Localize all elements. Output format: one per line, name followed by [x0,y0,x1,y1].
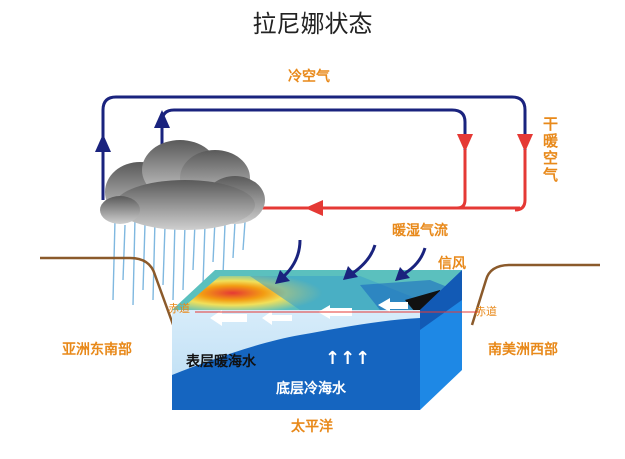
down-left-arrow-icon [275,270,290,284]
trade-wind-label: 信风 [438,256,466,272]
equator-left-label: 赤道 [168,302,190,315]
down-arrow-icon [457,134,473,152]
surface-warm-water-label: 表层暖海水 [186,354,256,370]
southeast-asia-label: 亚洲东南部 [62,342,132,358]
warm-humid-flow-label: 暖湿气流 [392,223,448,239]
cloud-icon [100,140,265,230]
up-arrow-icon [154,110,170,128]
return-flow-lines [262,150,527,212]
up-arrow-icon [95,134,111,152]
down-left-arrow-icon [395,267,410,281]
asia-coastline [40,256,177,331]
left-arrow-icon [305,200,323,216]
dry-warm-air-label: 干暖空气 [541,116,559,184]
outer-circulation-loop [101,95,527,200]
diagram-title: 拉尼娜状态 [252,10,373,38]
equator-right-label: 赤道 [475,305,497,318]
ocean-side-face [420,270,462,410]
down-left-arrow-icon [343,266,358,280]
deep-cold-water-label: 底层冷海水 [276,381,346,397]
ocean-top-surface [172,270,462,312]
pacific-ocean-label: 太平洋 [291,419,333,435]
cold-air-label: 冷空气 [288,69,330,85]
down-arrow-icon [517,134,533,152]
upwelling-arrows-icon: ↑↑↑ [325,348,371,369]
rain-icon [112,217,246,306]
south-america-coastline [470,263,600,326]
ocean-front-face [172,310,420,410]
west-south-america-label: 南美洲西部 [488,342,558,358]
